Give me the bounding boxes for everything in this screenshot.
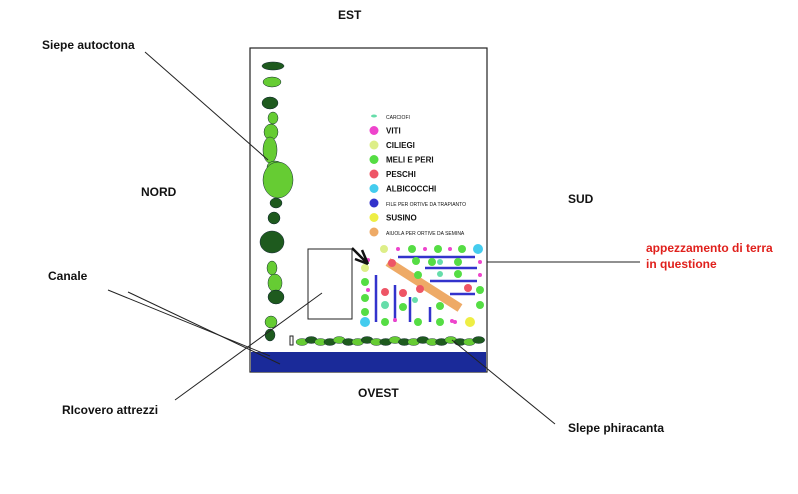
plant-viti xyxy=(393,318,397,322)
plant-meli-e-peri xyxy=(361,308,369,316)
legend-label: AIUOLA PER ORTIVE DA SEMINA xyxy=(386,231,465,237)
label-pyracantha: Slepe phiracanta xyxy=(568,421,664,435)
plant-meli-e-peri xyxy=(436,302,444,310)
plant-susino xyxy=(465,317,475,327)
plant-meli-e-peri xyxy=(361,294,369,302)
compass-north: NORD xyxy=(141,185,177,199)
compass-west: OVEST xyxy=(358,386,399,400)
plant-carciofi xyxy=(412,297,418,303)
plant-peschi xyxy=(381,288,389,296)
plant-peschi xyxy=(388,259,396,267)
leader-line-hedge xyxy=(144,51,269,161)
pyracantha-hedge xyxy=(289,335,485,346)
hedge-post xyxy=(289,335,294,346)
hedge-shrub xyxy=(262,76,282,88)
arrow-icon xyxy=(351,247,370,266)
plant-peschi xyxy=(399,289,407,297)
legend-label: ALBICOCCHI xyxy=(386,185,436,194)
hedge-shrub xyxy=(267,273,283,293)
plot-area xyxy=(360,244,484,327)
plant-carciofi xyxy=(381,301,389,309)
plant-viti xyxy=(423,247,427,251)
legend-swatch xyxy=(369,213,379,222)
hedge-shrub xyxy=(267,111,279,125)
label-plot-line2: in questione xyxy=(646,257,717,271)
plant-ciliegi xyxy=(361,264,369,272)
plant-meli-e-peri xyxy=(412,257,420,265)
legend-swatch xyxy=(369,184,379,193)
plant-meli-e-peri xyxy=(428,258,436,266)
legend-label: PESCHI xyxy=(386,170,416,179)
plant-viti xyxy=(448,247,452,251)
label-plot-line1: appezzamento di terra xyxy=(646,241,773,255)
plant-meli-e-peri xyxy=(476,301,484,309)
legend-label: VITI xyxy=(386,127,401,136)
plant-viti xyxy=(450,319,454,323)
leader-line-pyracantha xyxy=(451,339,556,425)
hedge-shrub xyxy=(262,136,278,164)
hedge-shrub xyxy=(259,230,285,254)
plant-meli-e-peri xyxy=(399,303,407,311)
legend-swatch xyxy=(369,169,379,179)
label-shed: RIcovero attrezzi xyxy=(62,403,158,417)
plant-meli-e-peri xyxy=(414,271,422,279)
hedge-shrub xyxy=(269,197,283,209)
tool-shed xyxy=(307,248,353,320)
sowing-bed xyxy=(385,258,463,312)
plant-meli-e-peri xyxy=(434,245,442,253)
hedge-shrub xyxy=(472,336,485,344)
compass-south: SUD xyxy=(568,192,594,206)
plant-carciofi xyxy=(437,259,443,265)
leader-lines xyxy=(107,51,640,425)
plant-meli-e-peri xyxy=(408,245,416,253)
plant-meli-e-peri xyxy=(458,245,466,253)
legend-label: FILE PER ORTIVE DA TRAPIANTO xyxy=(386,202,466,208)
plant-meli-e-peri xyxy=(476,286,484,294)
plant-meli-e-peri xyxy=(381,318,389,326)
hedge-shrub xyxy=(262,161,294,199)
hedge-shrub xyxy=(264,315,278,329)
plant-viti xyxy=(478,273,482,277)
leader-line-shed xyxy=(174,292,323,401)
label-native-hedge: Siepe autoctona xyxy=(42,38,135,52)
leader-line-canal xyxy=(107,289,271,357)
plant-ciliegi xyxy=(380,245,388,253)
plant-meli-e-peri xyxy=(454,270,462,278)
legend-swatch xyxy=(369,155,379,164)
plant-meli-e-peri xyxy=(436,318,444,326)
compass-east: EST xyxy=(338,8,362,22)
plant-peschi xyxy=(416,285,424,293)
legend-swatch xyxy=(369,126,379,135)
legend-swatch xyxy=(369,140,379,150)
hedge-shrub xyxy=(261,96,279,110)
plant-albicocchi xyxy=(473,244,483,254)
legend: CARCIOFI VITI CILIEGI MELI E PERI PESCHI ALBI… xyxy=(369,114,466,237)
hedge-shrub xyxy=(266,260,278,276)
plant-albicocchi xyxy=(360,317,370,327)
leader-line-canal-2 xyxy=(127,291,281,365)
label-canal: Canale xyxy=(48,269,88,283)
plant-viti xyxy=(396,247,400,251)
canal-strip xyxy=(251,352,486,372)
plant-peschi xyxy=(464,284,472,292)
legend-swatch xyxy=(371,114,377,118)
plant-meli-e-peri xyxy=(454,258,462,266)
hedge-shrub xyxy=(261,61,285,71)
legend-swatch xyxy=(369,198,379,208)
property-boundary xyxy=(249,47,488,373)
legend-swatch xyxy=(369,227,379,237)
legend-label: CILIEGI xyxy=(386,141,415,150)
plant-meli-e-peri xyxy=(414,318,422,326)
legend-label: SUSINO xyxy=(386,214,417,223)
native-hedge xyxy=(259,61,294,342)
hedge-shrub xyxy=(267,289,285,305)
plant-carciofi xyxy=(437,271,443,277)
plant-meli-e-peri xyxy=(361,278,369,286)
plant-viti xyxy=(478,260,482,264)
legend-label: CARCIOFI xyxy=(386,115,410,121)
plant-viti xyxy=(366,288,370,292)
legend-label: MELI E PERI xyxy=(386,156,434,165)
hedge-shrub xyxy=(267,211,281,225)
